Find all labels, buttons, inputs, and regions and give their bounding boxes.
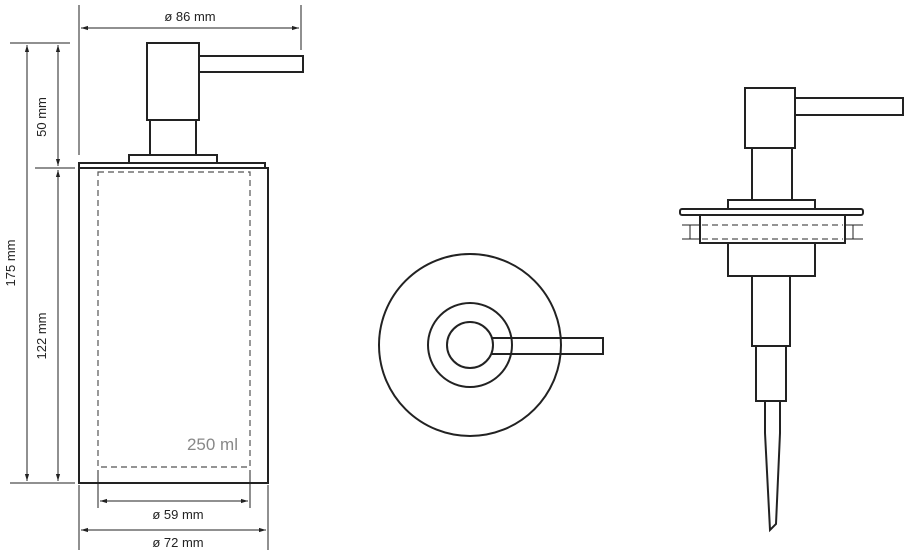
pump-section-view [679,87,904,533]
body-height-label: 122 mm [34,313,49,360]
pump-spout [198,55,304,73]
bottle-body [78,167,269,484]
pump-head [146,42,200,121]
top-diameter-label: ø 86 mm [164,9,215,24]
pump-tube [751,275,791,347]
pump-cylinder [755,345,787,402]
total-height-label: 175 mm [3,240,18,287]
top-spout [492,337,604,355]
front-view: 250 ml [78,42,304,484]
pump-spout [794,97,904,116]
capacity-label: 250 ml [187,435,238,454]
collar-circle [427,302,513,388]
collar [727,199,816,210]
body-diameter-label: ø 72 mm [152,535,203,550]
pump-head [744,87,796,149]
pump-height-label: 50 mm [34,97,49,137]
top-view [378,253,604,437]
lower-block [727,242,816,277]
head-circle [446,321,494,369]
inner-reservoir [97,171,251,468]
inner-diameter-label: ø 59 mm [152,507,203,522]
pump-stem [149,119,197,156]
outer-circle [378,253,562,437]
pump-stem [751,147,793,201]
suction-tube [764,401,781,533]
collar [128,154,218,164]
dimension-lines: ø 86 mm 175 mm 50 mm 122 mm ø 59 mm ø 72… [3,5,302,550]
